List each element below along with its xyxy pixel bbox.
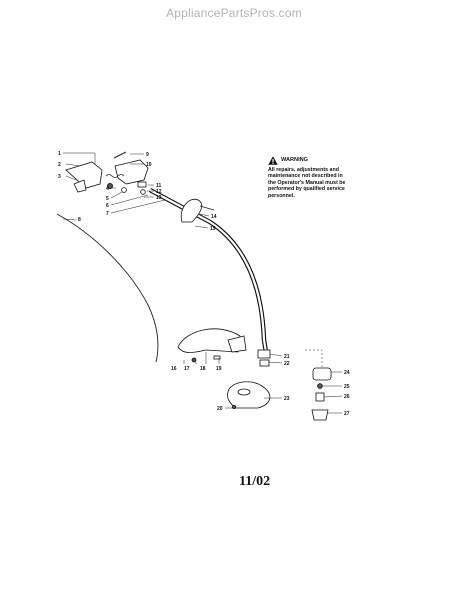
callout-8: 8: [78, 217, 81, 223]
spring-part: [105, 174, 125, 178]
gearhead-part-22: [259, 359, 270, 367]
warning-header: WARNING: [268, 156, 372, 165]
throttle-housing-half: [114, 159, 149, 185]
callout-5: 5: [106, 196, 109, 202]
callout-24: 24: [344, 370, 350, 376]
callout-21: 21: [284, 354, 290, 360]
screw-part-9: [113, 151, 127, 159]
callout-27: 27: [344, 411, 350, 417]
callout-7: 7: [106, 211, 109, 217]
warning-line: personnel.: [268, 192, 295, 199]
dashed-assembly-guide: [305, 349, 323, 368]
callout-26: 26: [344, 394, 350, 400]
callout-9: 9: [146, 152, 149, 158]
warning-line: the Operator's Manual must be: [268, 179, 346, 186]
warning-line: performed by qualified service: [268, 186, 345, 193]
gearhead-part-21: [257, 349, 271, 359]
screw-part-20: [231, 404, 236, 409]
callout-2: 2: [58, 162, 61, 168]
spool-part-24: [312, 367, 332, 381]
callout-17: 17: [184, 366, 190, 372]
bump-knob-part-27: [311, 409, 329, 421]
callout-22: 22: [284, 361, 290, 367]
throttle-trigger: [73, 179, 87, 193]
spool-cover-part: [227, 381, 271, 409]
handle-bolt: [199, 205, 215, 211]
callout-10: 10: [146, 162, 152, 168]
callout-3: 3: [58, 174, 61, 180]
revision-date-code: 11/02: [239, 474, 271, 489]
callout-12: 12: [156, 189, 162, 195]
screw-part-4: [107, 182, 114, 189]
warning-triangle-icon: [268, 156, 278, 165]
callout-18: 18: [200, 366, 206, 372]
warning-title: WARNING: [281, 157, 309, 164]
warning-line: All repairs, adjustments and: [268, 167, 339, 173]
assist-handle-part: [180, 198, 203, 223]
bolt-part-19: [213, 355, 221, 360]
shaft-tube-inner: [149, 189, 268, 353]
callout-6: 6: [106, 203, 109, 209]
callout-19: 19: [216, 366, 222, 372]
shaft-tube: [148, 188, 269, 353]
leader-lines: [62, 152, 343, 414]
trimmer-line: [56, 213, 159, 363]
spring-part-25: [317, 383, 323, 389]
callout-4: 4: [106, 186, 109, 192]
eyelet-part-26: [315, 392, 325, 402]
callout-15: 15: [210, 226, 216, 232]
callout-14: 14: [211, 214, 217, 220]
callout-1: 1: [58, 151, 61, 157]
callout-16: 16: [171, 366, 177, 372]
site-watermark: AppliancePartsPros.com: [166, 6, 302, 20]
screw-part-17: [191, 357, 197, 363]
callout-25: 25: [344, 384, 350, 390]
warning-notice: WARNING All repairs, adjustments and mai…: [268, 156, 372, 199]
callout-20: 20: [217, 406, 223, 412]
spool-cover-hub: [237, 388, 251, 396]
clip-part-11: [137, 181, 147, 188]
callout-13: 13: [156, 195, 162, 201]
callout-11: 11: [156, 183, 162, 189]
guard-bracket: [227, 335, 247, 353]
warning-line: maintenance not described in: [268, 173, 343, 180]
nut-part-5: [121, 187, 127, 193]
callout-23: 23: [284, 396, 290, 402]
washer-part-12: [140, 189, 146, 195]
